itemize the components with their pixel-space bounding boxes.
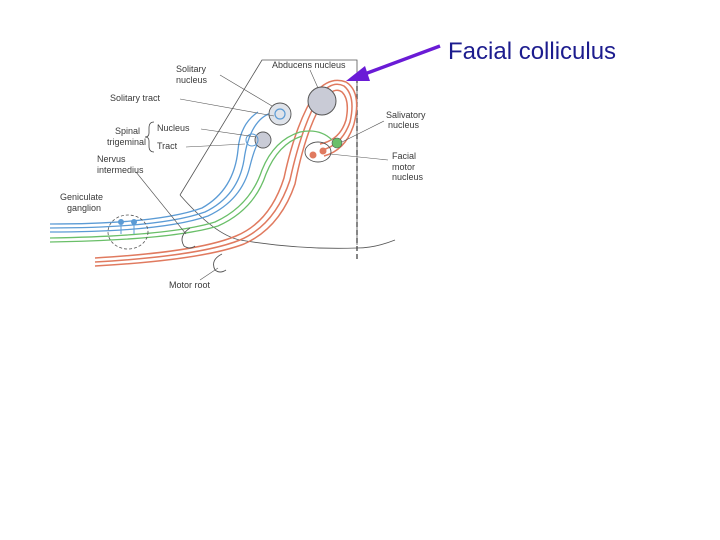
motor-fiber-inner — [94, 89, 349, 267]
nervus-intermedius-root-curl — [181, 227, 196, 249]
solitary-nucleus-outer — [268, 102, 292, 126]
label-spinal-trigeminal-2: trigeminal — [107, 137, 146, 147]
leader-solitary-nucleus — [219, 74, 273, 107]
facial-motor-cell-1 — [309, 151, 317, 159]
label-nervus-intermedius-2: intermedius — [97, 165, 144, 175]
label-nervus-intermedius-1: Nervus — [97, 154, 126, 164]
label-salivatory-nucleus-1: Salivatory — [386, 110, 426, 120]
label-solitary-tract: Solitary tract — [110, 93, 161, 103]
label-solitary-nucleus-1: Solitary — [176, 64, 207, 74]
visceral-fiber-1 — [49, 130, 333, 239]
facial-motor-nucleus-shape — [304, 141, 332, 163]
leader-nucleus — [200, 128, 257, 138]
ganglion-cell-1 — [118, 219, 124, 225]
label-motor-root: Motor root — [169, 280, 211, 290]
spinal-trigeminal-tract-shape — [245, 133, 259, 147]
leader-nervus-intermedius — [135, 171, 187, 235]
motor-fiber-outer — [94, 83, 353, 263]
label-nucleus: Nucleus — [157, 123, 190, 133]
label-facial-motor-nucleus-1: Facial — [392, 151, 416, 161]
label-geniculate-ganglion-1: Geniculate — [60, 192, 103, 202]
visceral-fiber-2 — [49, 135, 303, 243]
label-abducens-nucleus: Abducens nucleus — [272, 60, 346, 70]
brainstem-outline — [179, 59, 396, 249]
abducens-nucleus-shape — [307, 86, 337, 116]
label-spinal-trigeminal-1: Spinal — [115, 126, 140, 136]
solitary-nucleus-inner — [274, 108, 286, 120]
spinal-trigeminal-nucleus-shape — [254, 131, 272, 149]
facial-colliculus-arrow-shaft — [361, 44, 441, 77]
facial-motor-cell-2 — [319, 147, 327, 155]
leader-facial-motor-nucleus — [329, 153, 389, 161]
label-solitary-nucleus-2: nucleus — [176, 75, 208, 85]
ganglion-cell-2 — [131, 219, 137, 225]
sensory-fiber-2 — [49, 137, 263, 233]
label-tract: Tract — [157, 141, 178, 151]
geniculate-ganglion-shape — [107, 214, 149, 250]
leader-solitary-tract — [179, 98, 275, 117]
label-geniculate-ganglion-2: ganglion — [67, 203, 101, 213]
motor-fiber-middle — [94, 79, 358, 259]
motor-root-curl — [213, 253, 227, 273]
spinal-trigeminal-brace — [144, 121, 155, 153]
leader-tract — [185, 143, 246, 148]
label-facial-motor-nucleus-3: nucleus — [392, 172, 424, 182]
leader-abducens-nucleus — [309, 69, 319, 89]
leader-motor-root — [199, 267, 219, 281]
leader-salivatory-nucleus — [341, 120, 385, 143]
label-salivatory-nucleus-2: nucleus — [388, 120, 420, 130]
facial-colliculus-arrow-head — [346, 66, 370, 81]
slide-title: Facial colliculus — [448, 38, 617, 65]
label-facial-motor-nucleus-2: motor — [392, 162, 415, 172]
salivatory-nucleus-shape — [331, 137, 343, 149]
